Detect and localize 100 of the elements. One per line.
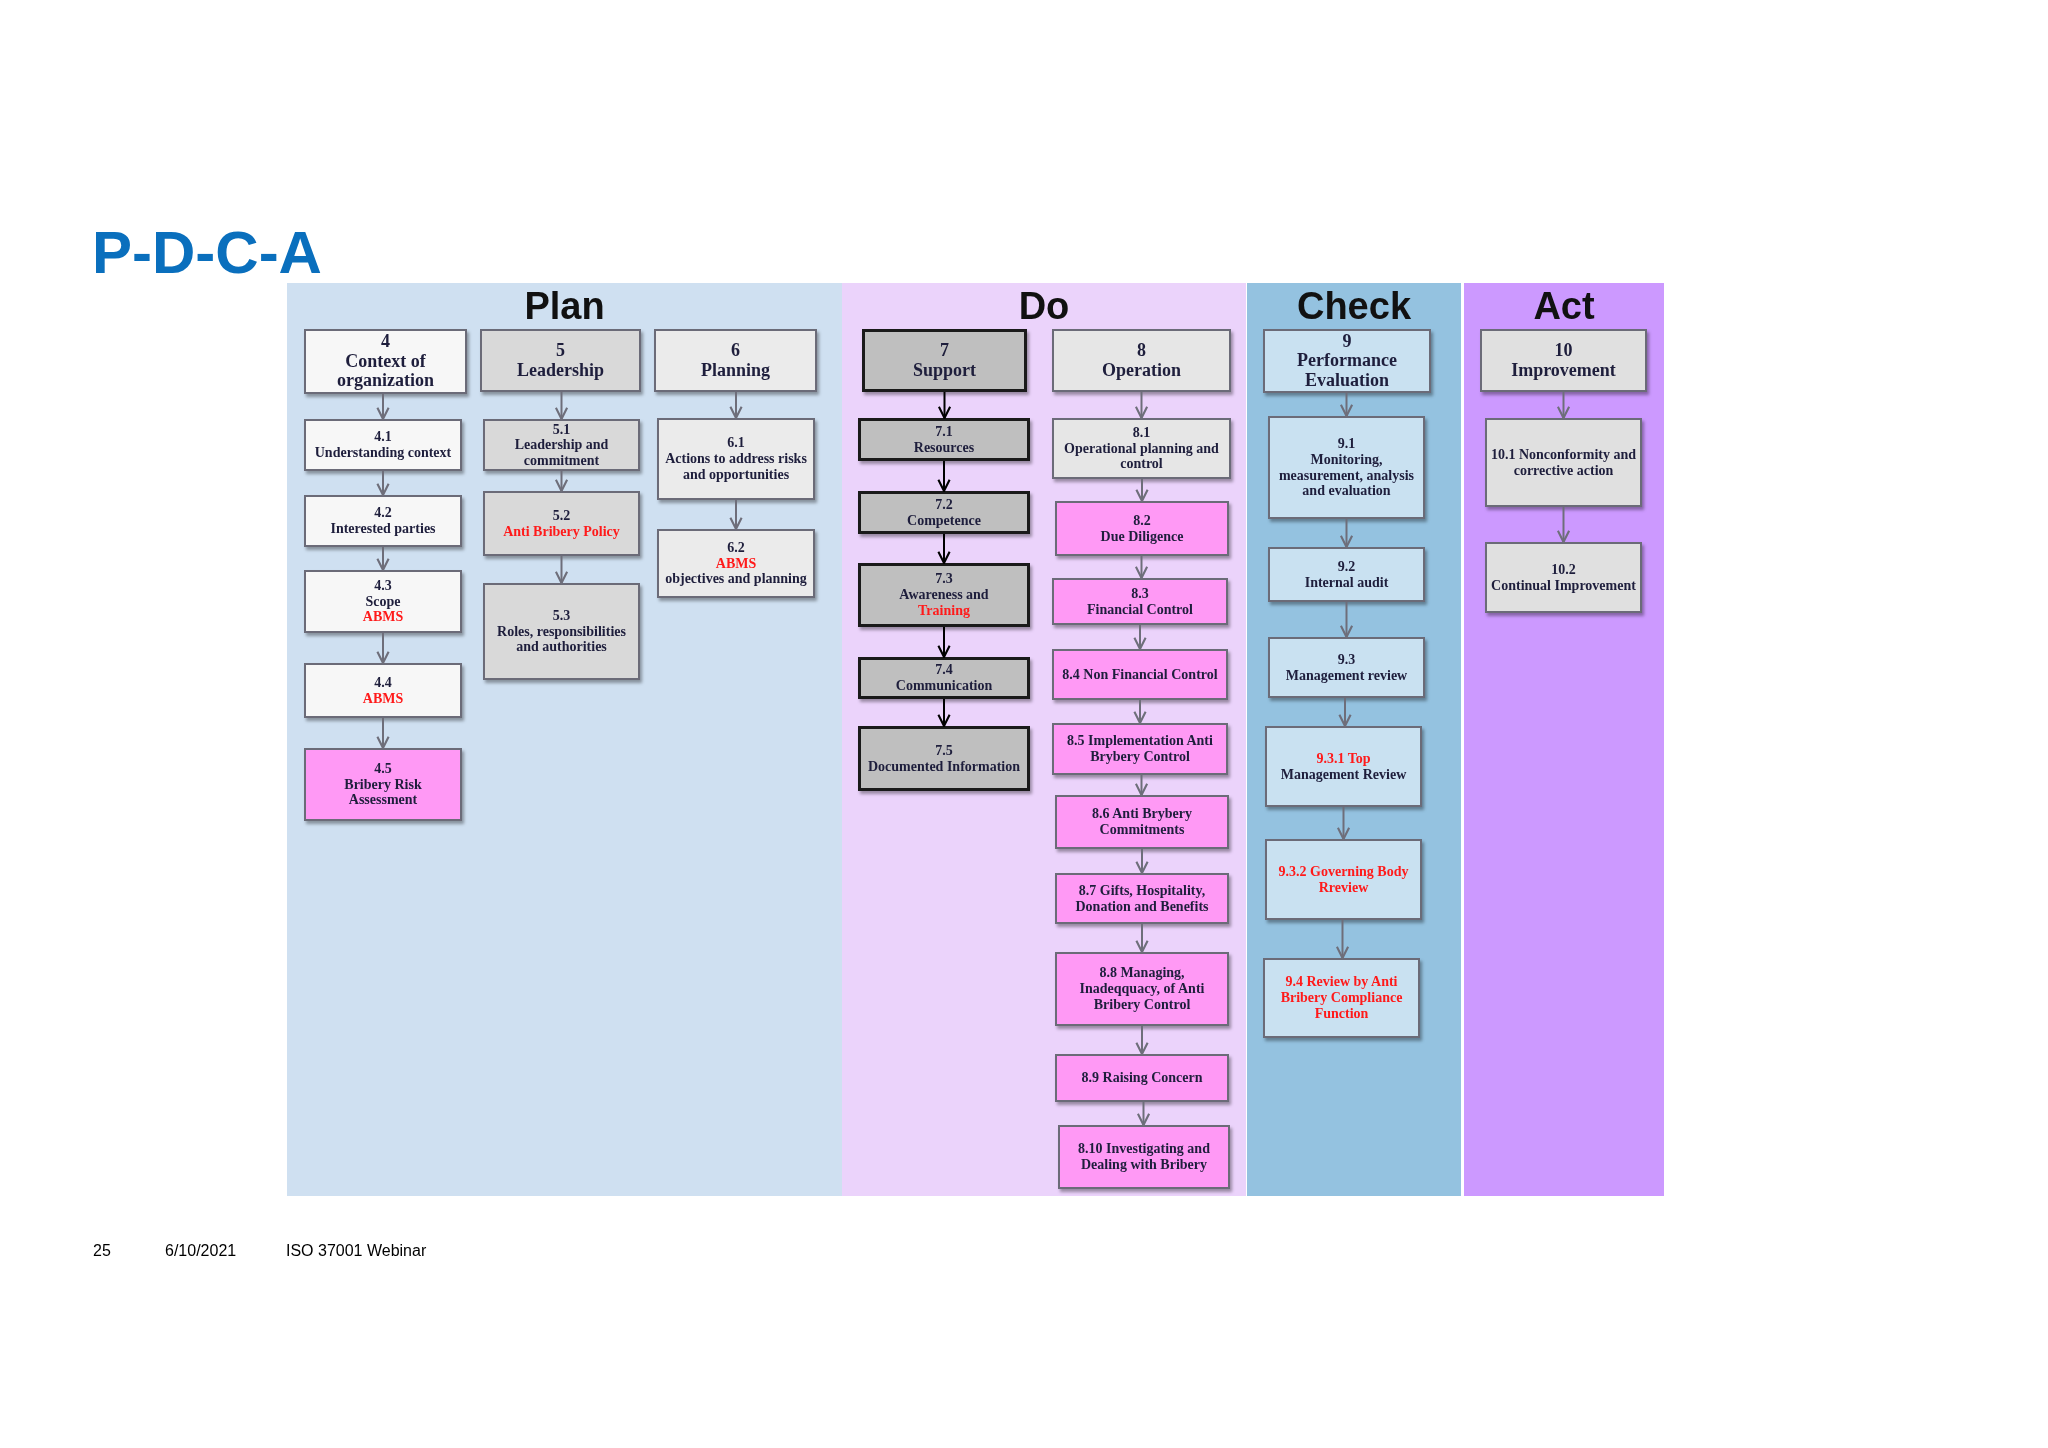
box-text: 7.4 <box>935 662 953 678</box>
box-text: Awareness and <box>899 587 989 603</box>
box-text: 9.3 <box>1337 651 1356 668</box>
process-box <box>304 495 462 547</box>
box-text: 5 <box>556 341 565 361</box>
arrow <box>1556 506 1571 544</box>
process-box <box>858 491 1030 534</box>
process-box <box>1268 637 1425 698</box>
box-text: Scope <box>365 593 401 610</box>
box-text: 4.3 <box>374 578 392 594</box>
arrow <box>1339 518 1354 549</box>
arrow <box>1134 774 1149 797</box>
box-text: 8.9 Raising Concern <box>1081 1070 1203 1086</box>
box-text: Competence <box>907 512 981 529</box>
box-text: ABMS <box>362 690 404 707</box>
arrow <box>376 632 390 665</box>
box-text: Actions to address risks and opportunities <box>664 451 808 483</box>
box-text: 10.1 Nonconformity and corrective action <box>1490 446 1637 479</box>
arrow <box>1335 919 1350 960</box>
box-text: Financial Control <box>1087 601 1193 618</box>
footer-text: ISO 37001 Webinar <box>286 1242 427 1260</box>
box-text: 8.6 Anti Brybery Commitments <box>1091 806 1193 838</box>
process-box <box>1055 952 1229 1026</box>
box-text: Support <box>913 360 976 380</box>
box-text: Operational planning and control <box>1063 440 1220 472</box>
arrow <box>1556 391 1571 420</box>
process-box <box>304 663 462 718</box>
box-text: 8 <box>1137 341 1146 361</box>
process-box <box>1485 542 1642 613</box>
process-box <box>657 529 815 598</box>
process-box <box>483 583 640 680</box>
box-text: 5.2 <box>552 507 571 524</box>
arrow <box>1135 923 1149 954</box>
box-text: 8.2 <box>1133 512 1151 529</box>
process-box <box>862 329 1027 392</box>
process-box <box>1265 839 1422 920</box>
phase-heading: Act <box>1532 285 1596 328</box>
phase-band <box>1464 283 1664 1196</box>
phase-band <box>842 283 1246 1196</box>
box-text: 6 <box>731 341 740 361</box>
box-text: 5.1 <box>552 421 571 438</box>
arrow <box>554 555 569 585</box>
arrow <box>1339 392 1354 418</box>
box-text: Leadership <box>517 360 604 380</box>
box-text: 8.3 <box>1131 585 1149 602</box>
box-text: Roles, responsibilities and authorities <box>496 623 627 655</box>
box-text: 8.8 Managing, Inadeqquacy, of Anti Bribery Control <box>1078 965 1206 1013</box>
box-text: 10.2 <box>1551 561 1576 578</box>
box-text: 8.10 Investigating and Dealing with Bribery <box>1077 1141 1211 1173</box>
box-text: 7.3 <box>935 571 953 588</box>
arrow <box>1135 848 1149 875</box>
arrow <box>1336 806 1351 841</box>
slide-title: P-D-C-A <box>92 218 322 287</box>
box-text: Communication <box>895 678 993 694</box>
box-text: 8.1 <box>1132 425 1151 441</box>
process-box <box>1268 547 1425 602</box>
process-box <box>858 563 1030 627</box>
box-text: Improvement <box>1511 360 1616 380</box>
box-text: 4.2 <box>374 505 392 521</box>
arrow <box>1135 478 1149 503</box>
process-box <box>1052 329 1231 392</box>
process-box <box>304 419 462 471</box>
box-text: 4.1 <box>374 429 392 445</box>
box-text: Documented Information <box>867 758 1020 775</box>
process-box <box>304 329 467 394</box>
process-box <box>483 491 640 556</box>
box-text: Training <box>918 602 970 619</box>
box-text: ABMS <box>715 555 757 572</box>
box-text: Internal audit <box>1304 574 1389 591</box>
arrow <box>376 470 390 497</box>
arrow <box>729 499 743 531</box>
phase-heading: Plan <box>523 285 606 328</box>
process-box <box>483 419 640 471</box>
process-box <box>1055 501 1229 556</box>
box-text: 9.2 <box>1337 558 1356 575</box>
box-text: Context of organization <box>336 351 435 391</box>
box-text: Continual Improvement <box>1491 577 1636 594</box>
box-text: 5.3 <box>552 608 571 624</box>
box-text: 8.5 Implementation Anti Brybery Control <box>1066 733 1214 765</box>
arrow <box>937 391 952 420</box>
process-box <box>1268 416 1425 519</box>
box-text: Management review <box>1285 667 1408 684</box>
process-box <box>1052 649 1228 700</box>
arrow <box>554 391 569 421</box>
process-box <box>304 748 462 821</box>
process-box <box>1058 1125 1230 1189</box>
box-text: 7.2 <box>935 496 953 513</box>
process-box <box>1052 723 1228 775</box>
box-text: 9.3.1 Top <box>1316 750 1371 767</box>
process-box <box>1055 1054 1229 1102</box>
process-box <box>1055 873 1229 924</box>
box-text: Planning <box>701 360 770 380</box>
process-box <box>1052 578 1228 625</box>
arrow <box>1133 624 1147 651</box>
process-box <box>1485 418 1642 507</box>
arrow <box>1135 1025 1149 1056</box>
box-text: Due Diligence <box>1100 528 1184 545</box>
process-box <box>480 329 641 392</box>
arrow <box>1136 1101 1151 1127</box>
arrow <box>1134 391 1149 420</box>
